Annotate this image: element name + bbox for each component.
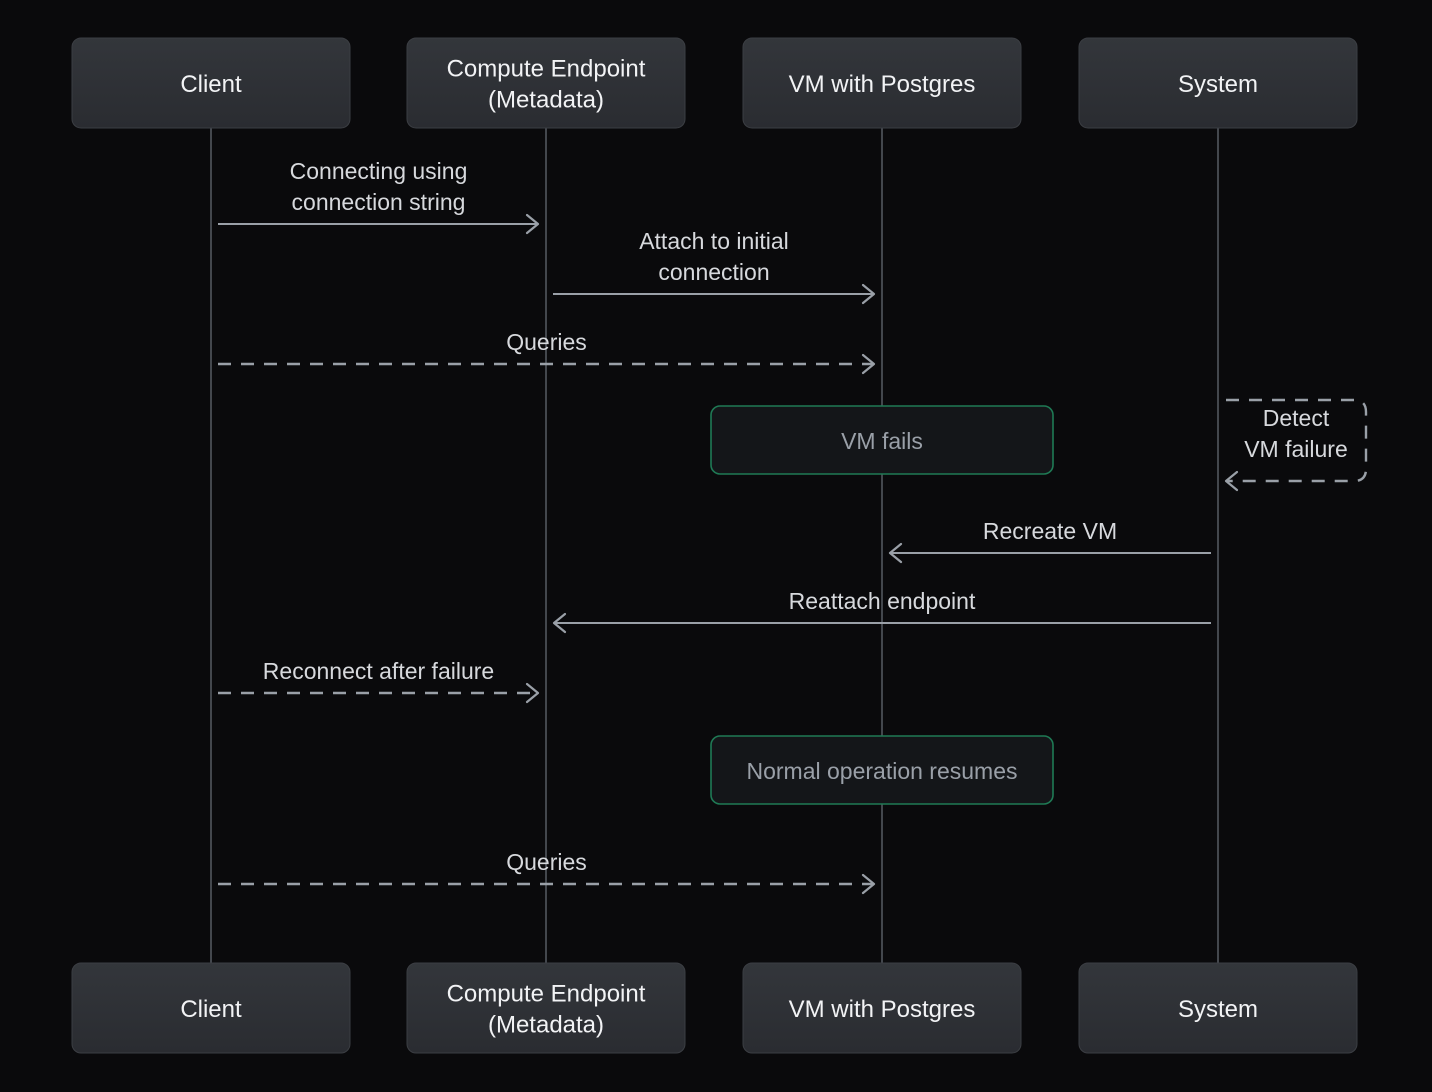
participants-top-layer: Client Compute Endpoint (Metadata) VM with … <box>71 37 1358 129</box>
participant-client-top[interactable]: Client <box>71 37 351 129</box>
participant-system-bottom[interactable]: System <box>1078 962 1358 1054</box>
message-line <box>1226 398 1368 483</box>
participant-label: Compute Endpoint <box>447 56 646 83</box>
message-label: Detect <box>1263 405 1330 431</box>
message-label: Queries <box>506 329 587 355</box>
arrow-head <box>525 213 540 235</box>
participant-label: Client <box>180 996 242 1023</box>
message-m1: Connecting using connection string <box>218 158 540 235</box>
message-label: Reconnect after failure <box>263 658 494 684</box>
arrow-head <box>861 873 876 895</box>
message-m8: Queries <box>218 849 876 895</box>
message-label: Recreate VM <box>983 518 1117 544</box>
message-m5: Recreate VM <box>888 518 1211 564</box>
participant-client-bottom[interactable]: Client <box>71 962 351 1054</box>
participant-label: Compute Endpoint <box>447 981 646 1008</box>
participant-system-top[interactable]: System <box>1078 37 1358 129</box>
participant-label: System <box>1178 996 1258 1023</box>
lifelines-layer <box>210 128 1219 963</box>
note-note-vm-fails: VM fails <box>710 405 1054 475</box>
note-box <box>710 405 1054 475</box>
messages-layer: Connecting using connection stringAttach … <box>218 158 1368 895</box>
participant-compute-endpoint-bottom[interactable]: Compute Endpoint (Metadata) <box>406 962 686 1054</box>
arrow-head <box>888 542 903 564</box>
participant-box <box>742 37 1022 129</box>
participant-vm-postgres-top[interactable]: VM with Postgres <box>742 37 1022 129</box>
message-m7: Reconnect after failure <box>218 658 540 704</box>
arrow-head <box>552 612 567 634</box>
participant-label: System <box>1178 71 1258 98</box>
message-m3: Queries <box>218 329 876 375</box>
arrow-head <box>861 283 876 305</box>
participant-box <box>1078 37 1358 129</box>
participant-box <box>1078 962 1358 1054</box>
message-label: VM failure <box>1244 436 1348 462</box>
participant-box <box>406 37 686 129</box>
participant-label: VM with Postgres <box>789 996 976 1023</box>
participant-vm-postgres-bottom[interactable]: VM with Postgres <box>742 962 1022 1054</box>
participant-label: (Metadata) <box>488 1012 604 1039</box>
arrow-head <box>861 353 876 375</box>
arrow-head <box>525 682 540 704</box>
participant-label: (Metadata) <box>488 87 604 114</box>
message-m6: Reattach endpoint <box>552 588 1211 634</box>
participant-box <box>71 37 351 129</box>
participant-compute-endpoint-top[interactable]: Compute Endpoint (Metadata) <box>406 37 686 129</box>
message-m4: Detect VM failure <box>1224 398 1368 492</box>
message-label: Queries <box>506 849 587 875</box>
note-label: VM fails <box>841 428 923 454</box>
participants-bottom-layer: Client Compute Endpoint (Metadata) VM with … <box>71 962 1358 1054</box>
participant-label: Client <box>180 71 242 98</box>
participant-box <box>406 962 686 1054</box>
message-label: Connecting using <box>290 158 468 184</box>
note-box <box>710 735 1054 805</box>
message-m2: Attach to initial connection <box>553 228 876 305</box>
note-note-normal-operation: Normal operation resumes <box>710 735 1054 805</box>
arrow-head <box>1224 470 1239 492</box>
message-label: Attach to initial <box>639 228 789 254</box>
participant-box <box>71 962 351 1054</box>
note-label: Normal operation resumes <box>746 758 1017 784</box>
message-label: connection <box>658 259 769 285</box>
message-label: Reattach endpoint <box>789 588 976 614</box>
message-label: connection string <box>292 189 466 215</box>
participant-box <box>742 962 1022 1054</box>
participant-label: VM with Postgres <box>789 71 976 98</box>
